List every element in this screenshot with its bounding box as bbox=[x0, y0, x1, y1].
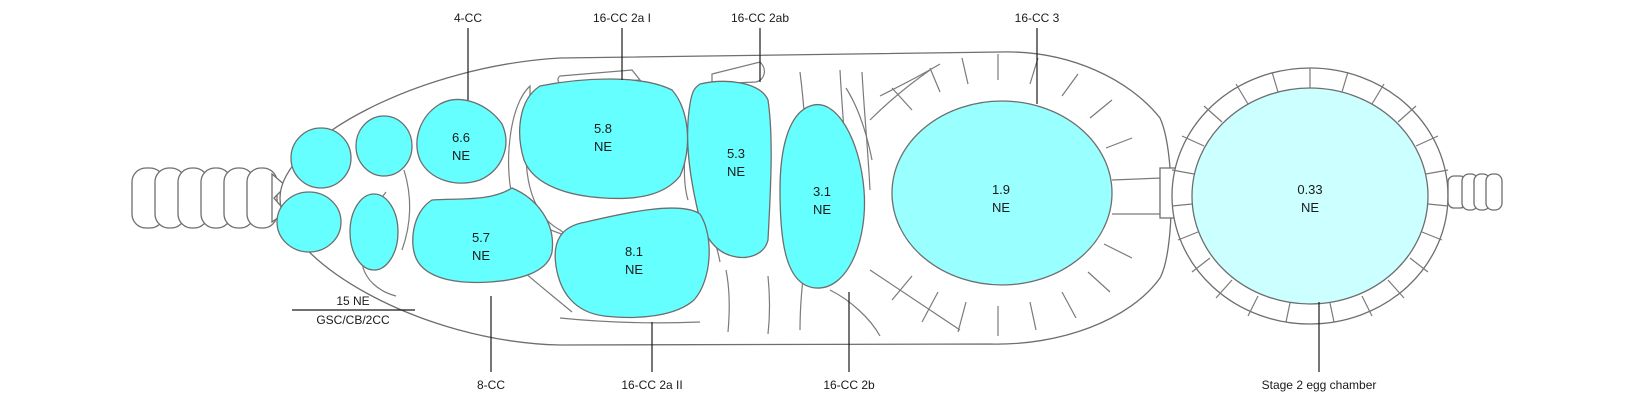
unit-16cc-2b: NE bbox=[813, 202, 831, 217]
label-16cc-2a-ii: 16-CC 2a II bbox=[621, 378, 682, 392]
label-16cc-3: 16-CC 3 bbox=[1015, 11, 1060, 25]
unit-8cc: NE bbox=[472, 248, 490, 263]
follicle-cells-region3 bbox=[891, 54, 1163, 336]
value-16cc-2a-i: 5.8 bbox=[594, 121, 612, 136]
stage2-follicle-cells bbox=[1171, 68, 1449, 323]
value-stage2: 0.33 bbox=[1297, 182, 1322, 197]
region1-cysts bbox=[276, 115, 413, 271]
value-16cc-2a-ii: 8.1 bbox=[625, 244, 643, 259]
cyst-16cc-2b bbox=[779, 103, 866, 289]
value-8cc: 5.7 bbox=[472, 230, 490, 245]
cyst-4cc bbox=[416, 98, 507, 184]
region-name: GSC/CB/2CC bbox=[316, 313, 390, 327]
cyst-16cc-2ab bbox=[686, 80, 772, 259]
leader-lines bbox=[292, 28, 1320, 372]
value-16cc-2ab: 5.3 bbox=[727, 146, 745, 161]
cyst-16cc-2a-i bbox=[519, 78, 689, 200]
unit-16cc-2ab: NE bbox=[727, 164, 745, 179]
value-16cc-3: 1.9 bbox=[992, 182, 1010, 197]
terminal-filament bbox=[131, 167, 287, 229]
unit-stage2: NE bbox=[1301, 200, 1319, 215]
value-16cc-2b: 3.1 bbox=[813, 184, 831, 199]
unit-4cc: NE bbox=[452, 148, 470, 163]
value-4cc: 6.6 bbox=[452, 130, 470, 145]
label-16cc-2ab: 16-CC 2ab bbox=[731, 11, 789, 25]
unit-16cc-2a-ii: NE bbox=[625, 262, 643, 277]
label-4cc: 4-CC bbox=[454, 11, 482, 25]
cyst-16cc-2a-ii bbox=[554, 207, 710, 319]
label-8cc: 8-CC bbox=[477, 378, 505, 392]
region-value: 15 NE bbox=[336, 294, 369, 308]
posterior-stalk bbox=[1447, 173, 1503, 211]
label-16cc-2b: 16-CC 2b bbox=[823, 378, 875, 392]
unit-16cc-2a-i: NE bbox=[594, 139, 612, 154]
label-stage2: Stage 2 egg chamber bbox=[1262, 378, 1377, 392]
cyst-8cc bbox=[412, 187, 554, 284]
label-16cc-2a-i: 16-CC 2a I bbox=[593, 11, 651, 25]
cyst-16cc-3 bbox=[891, 100, 1113, 286]
stage2-egg-chamber bbox=[1171, 67, 1449, 325]
unit-16cc-3: NE bbox=[992, 200, 1010, 215]
